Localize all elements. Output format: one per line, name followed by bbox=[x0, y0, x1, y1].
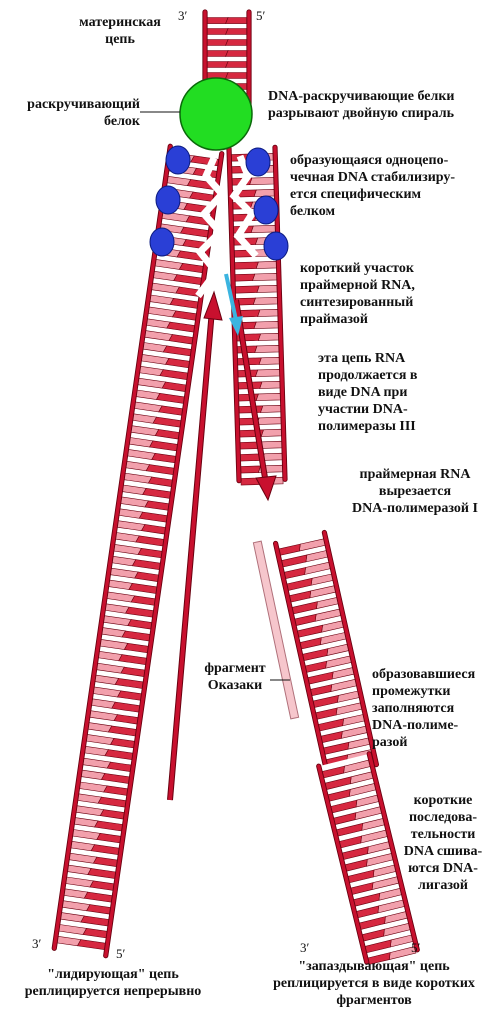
leading-strand-arm bbox=[51, 143, 225, 959]
gaps-filled-label: образовавшиеся промежутки заполняются DN… bbox=[372, 667, 476, 750]
lagging-synthesis-arrow bbox=[234, 299, 268, 485]
fork-overlays bbox=[140, 77, 300, 801]
base-pair bbox=[260, 404, 282, 413]
base-pair bbox=[234, 285, 260, 294]
parent-strand-label: материнская цепь bbox=[79, 15, 161, 47]
ssb-label: образующаяся одноцепо- чечная DNA стабил… bbox=[290, 153, 456, 219]
bottom-right-3prime: 3′ bbox=[300, 940, 310, 955]
base-pair bbox=[254, 344, 280, 353]
primer-arrow bbox=[224, 273, 238, 321]
primer-excised-label: праймерная RNA вырезается DNA-полимеразо… bbox=[352, 467, 478, 516]
rna-primer-strip bbox=[252, 540, 300, 720]
leading-synthesis-arrow bbox=[168, 309, 214, 801]
base-pair bbox=[206, 61, 229, 68]
base-pair bbox=[206, 39, 229, 46]
ssb-protein-left bbox=[155, 185, 181, 215]
ssb-protein-right bbox=[245, 147, 271, 177]
backbone-right bbox=[52, 144, 172, 950]
backbone-left bbox=[322, 530, 379, 767]
base-pair bbox=[234, 273, 256, 282]
base-pair bbox=[257, 332, 280, 341]
base-pair bbox=[206, 28, 229, 35]
base-pair bbox=[255, 260, 277, 269]
base-pair bbox=[206, 17, 229, 24]
base-pair bbox=[252, 296, 279, 305]
leading-arrowhead bbox=[203, 290, 223, 321]
base-pair bbox=[257, 308, 279, 317]
top-left-3prime: 3′ bbox=[178, 8, 188, 23]
okazaki-fragment-segment bbox=[273, 529, 379, 779]
base-pair bbox=[225, 50, 248, 57]
base-pair bbox=[225, 28, 248, 35]
base-pair bbox=[249, 177, 275, 186]
okazaki-fragment-label: фрагмент Оказаки bbox=[204, 661, 266, 693]
ssb-protein-left bbox=[149, 227, 175, 257]
helicase-label: DNA-раскручивающие белки разрывают двойн… bbox=[268, 89, 455, 121]
ssb-protein-right bbox=[253, 195, 279, 225]
lagging-arrowhead bbox=[255, 475, 277, 502]
primer-arrowhead bbox=[229, 316, 243, 336]
base-pair bbox=[259, 380, 281, 389]
helicase-protein bbox=[179, 77, 253, 151]
leading-strand-label: "лидирующая" цепь реплицируется непрерыв… bbox=[24, 967, 202, 999]
bottom-right-5prime: 5′ bbox=[411, 940, 421, 955]
fork-gap-right bbox=[229, 154, 259, 259]
fork-gap-left bbox=[195, 156, 227, 299]
base-pair bbox=[256, 416, 282, 425]
rna-continues-label: эта цепь RNA продолжается в виде DNA при… bbox=[318, 351, 418, 434]
base-pair bbox=[240, 465, 262, 474]
base-pair bbox=[234, 261, 259, 270]
base-pair bbox=[255, 392, 281, 401]
bottom-left-3prime: 3′ bbox=[32, 936, 42, 951]
base-pair bbox=[256, 284, 278, 293]
primer-label: короткий участок праймерной RNA, синтези… bbox=[300, 261, 415, 327]
ssb-protein-right bbox=[263, 231, 289, 261]
base-pair bbox=[225, 39, 248, 46]
base-pair bbox=[253, 320, 279, 329]
base-pair bbox=[253, 188, 275, 197]
lagging-strand-label: "запаздывающая" цепь реплицируется в вид… bbox=[273, 959, 475, 1008]
ligase-label: короткие последова- тельности DNA сшива-… bbox=[403, 793, 483, 893]
base-pair bbox=[258, 356, 280, 365]
base-pair bbox=[250, 224, 276, 234]
unwinding-protein-label: раскручивающий белок bbox=[27, 97, 140, 129]
base-pair bbox=[260, 428, 283, 437]
backbone-right bbox=[317, 764, 369, 964]
base-pair bbox=[225, 17, 248, 24]
ssb-protein-left bbox=[165, 145, 191, 175]
lagging-strand-arm-lower bbox=[316, 751, 420, 965]
base-pair bbox=[238, 393, 259, 402]
top-right-5prime: 5′ bbox=[256, 8, 266, 23]
base-pair bbox=[254, 368, 281, 377]
bottom-left-5prime: 5′ bbox=[116, 946, 126, 961]
base-pair bbox=[252, 272, 278, 281]
backbone-right bbox=[273, 541, 330, 778]
backbone-left bbox=[367, 752, 419, 952]
base-pair bbox=[225, 61, 248, 68]
base-pair bbox=[225, 72, 248, 79]
base-pair bbox=[206, 50, 229, 57]
